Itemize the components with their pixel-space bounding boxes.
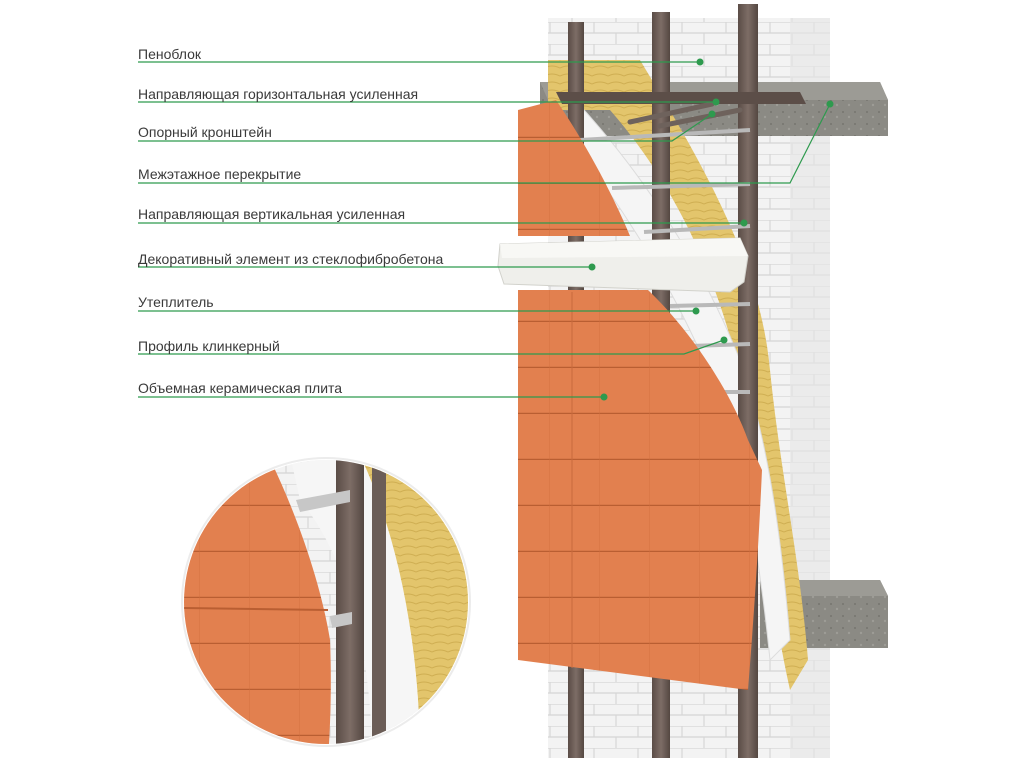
leader-dot-ceramic-panel (600, 393, 608, 401)
leader-dot-vertical-guide (740, 219, 748, 227)
label-decorative-element: Декоративный элемент из стеклофибробетон… (138, 251, 444, 267)
leader-line-interfloor-slab (138, 103, 831, 184)
ceramic-panel-upper (518, 100, 630, 236)
leader-dot-support-bracket (708, 110, 716, 118)
leader-dot-decorative-element (588, 263, 596, 271)
detail-magnifier (181, 457, 471, 747)
leader-dot-horizontal-guide (712, 98, 720, 106)
leader-dot-clinker-profile (720, 336, 728, 344)
leader-line-support-bracket (138, 113, 713, 142)
horizontal-guide (556, 92, 806, 104)
leader-dot-foam-block (696, 58, 704, 66)
label-interfloor-slab: Межэтажное перекрытие (138, 166, 302, 182)
support-brackets (627, 101, 743, 129)
label-insulation: Утеплитель (138, 294, 214, 310)
clinker-rails (579, 128, 751, 394)
leader-lines (138, 58, 834, 401)
label-horizontal-guide: Направляющая горизонтальная усиленная (138, 86, 419, 102)
leader-dot-interfloor-slab (826, 100, 834, 108)
ceramic-panel-lower (518, 290, 762, 690)
leader-line-clinker-profile (138, 339, 725, 355)
label-vertical-guide: Направляющая вертикальная усиленная (138, 206, 406, 222)
label-clinker-profile: Профиль клинкерный (138, 338, 280, 354)
leader-dot-insulation (692, 307, 700, 315)
label-foam-block: Пеноблок (138, 46, 201, 62)
label-support-bracket: Опорный кронштейн (138, 124, 272, 140)
main-facade (497, 4, 888, 758)
label-ceramic-panel: Объемная керамическая плита (138, 380, 343, 396)
